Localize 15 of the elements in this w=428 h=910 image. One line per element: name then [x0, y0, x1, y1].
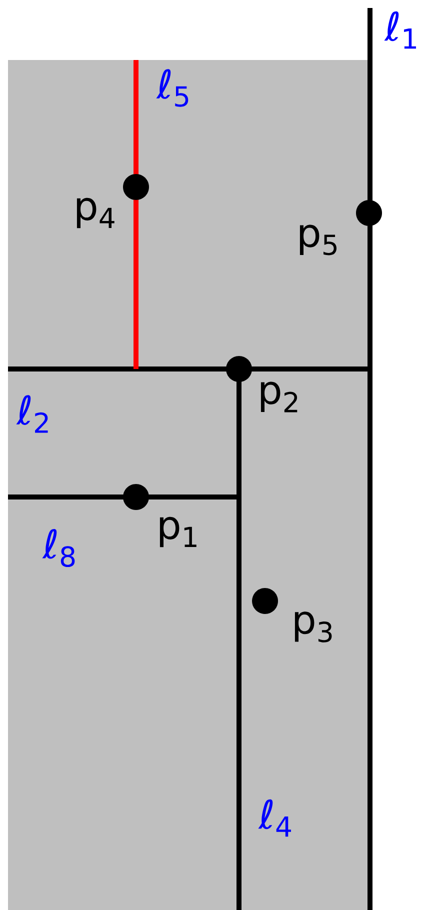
point-label: p$_{3}$ [294, 612, 332, 642]
point-label: p$_{5}$ [300, 224, 336, 256]
point [123, 174, 149, 200]
point-label: p$_{4}$ [76, 198, 114, 228]
point [123, 484, 149, 510]
line-label: ℓ$_{8}$ [42, 529, 75, 567]
point-label: p$_{1}$ [160, 516, 196, 548]
point [252, 588, 278, 614]
line-label: ℓ$_{1}$ [384, 11, 416, 49]
line-label: ℓ$_{5}$ [156, 69, 188, 107]
line-label: ℓ$_{2}$ [16, 395, 48, 433]
point [356, 200, 382, 226]
line-label: ℓ$_{4}$ [258, 799, 291, 837]
point [226, 356, 252, 382]
point-label: p$_{2}$ [260, 382, 298, 412]
